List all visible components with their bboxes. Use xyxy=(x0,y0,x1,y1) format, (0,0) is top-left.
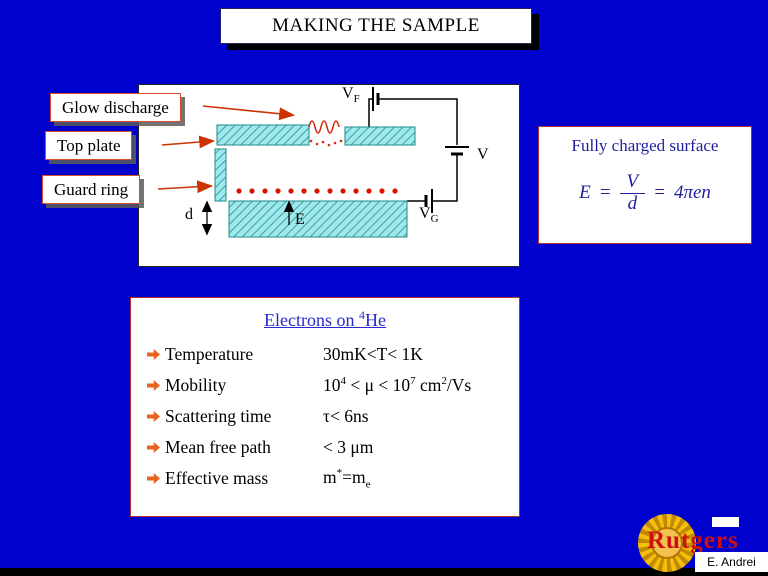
discharge-speckles xyxy=(309,139,343,147)
eq-fraction: V d xyxy=(619,172,646,214)
property-label: Effective mass xyxy=(165,468,269,488)
arrow-bullet-icon xyxy=(147,442,160,453)
label-glow-discharge: Glow discharge xyxy=(50,93,181,122)
arrow-bullet-icon xyxy=(147,349,160,360)
battery-vg-icon xyxy=(424,189,433,213)
diagram-graphic xyxy=(201,87,469,238)
label-d: d xyxy=(185,206,193,223)
logo-white-chip xyxy=(712,517,739,527)
label-guard-ring: Guard ring xyxy=(42,175,141,204)
property-label: Scattering time xyxy=(165,406,272,426)
battery-vf-icon xyxy=(372,87,380,111)
battery-v-icon xyxy=(445,146,469,156)
electron-dots xyxy=(236,188,398,194)
eq-numerator: V xyxy=(619,172,646,194)
list-item: Temperature 30mK<T< 1K xyxy=(147,339,503,370)
property-value: τ< 6ns xyxy=(323,406,369,426)
eq-rhs: 4πen xyxy=(673,181,711,203)
slide-title: MAKING THE SAMPLE xyxy=(272,15,480,36)
list-item: Mean free path < 3 μm xyxy=(147,432,503,463)
arrow-bullet-icon xyxy=(147,473,160,484)
property-label: Temperature xyxy=(165,344,254,364)
glow-discharge-text: Glow discharge xyxy=(62,97,169,117)
eq-equals-1: = xyxy=(598,181,612,203)
circuit-wires xyxy=(368,98,458,202)
rutgers-sun-logo-icon xyxy=(638,514,696,572)
arrow-bullet-icon xyxy=(147,411,160,422)
label-v: V xyxy=(477,146,489,163)
property-value: 30mK<T< 1K xyxy=(323,344,423,364)
property-value: m*=me xyxy=(323,466,371,491)
guard-ring-shape xyxy=(214,148,227,202)
property-value: < 3 μm xyxy=(323,437,374,457)
charged-surface-panel: Fully charged surface E = V d = 4πen xyxy=(538,126,752,244)
list-item: Effective mass m*=me xyxy=(147,463,503,494)
filament-coil xyxy=(308,120,340,134)
top-plate-text: Top plate xyxy=(57,135,121,155)
label-top-plate: Top plate xyxy=(45,131,133,160)
list-item: Mobility 104 < μ < 107 cm2/Vs xyxy=(147,370,503,401)
guard-ring-text: Guard ring xyxy=(54,179,129,199)
eq-equals-2: = xyxy=(653,181,666,203)
arrow-bullet-icon xyxy=(147,380,160,391)
electrons-title: Electrons on 4He xyxy=(264,308,386,330)
property-label: Mobility xyxy=(165,375,227,395)
property-value: 104 < μ < 107 cm2/Vs xyxy=(323,375,472,395)
property-label: Mean free path xyxy=(165,437,271,457)
bottom-black-bar xyxy=(0,568,768,576)
list-item: Scattering time τ< 6ns xyxy=(147,401,503,432)
top-plate-right-shape xyxy=(344,126,416,146)
label-vg: VG xyxy=(419,205,439,226)
charged-surface-title: Fully charged surface xyxy=(571,136,719,155)
bottom-plate-shape xyxy=(228,200,408,238)
top-plate-left-shape xyxy=(216,124,310,146)
rutgers-wordmark: Rutgers xyxy=(647,527,739,554)
slide-title-box: MAKING THE SAMPLE xyxy=(220,8,532,44)
label-e: E xyxy=(295,211,305,228)
author-credit: E. Andrei xyxy=(695,552,768,572)
label-vf: VF xyxy=(342,85,360,106)
eq-denominator: d xyxy=(627,192,638,214)
eq-lhs: E xyxy=(579,181,591,203)
sample-cell-diagram: VF V VG E d xyxy=(138,84,520,267)
field-equation: E = V d = 4πen xyxy=(539,172,751,214)
electrons-properties-panel: Electrons on 4He Temperature 30mK<T< 1K … xyxy=(130,297,520,517)
